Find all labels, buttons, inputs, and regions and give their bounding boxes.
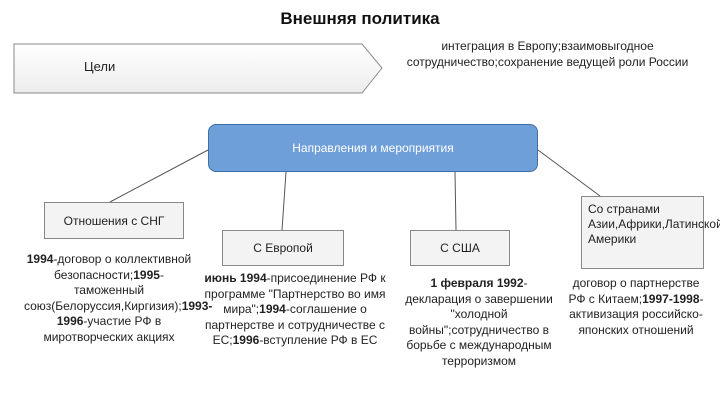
asia-label: Со странами Азии,Африки,Латинской Америк… <box>588 202 720 246</box>
goals-label: Цели <box>84 59 116 74</box>
cis-segment: -участие РФ в миротворческих акциях <box>43 314 175 344</box>
cis-label: Отношения с СНГ <box>63 213 165 228</box>
usa-segment: 1 февраля 1992 <box>430 276 524 290</box>
usa-label: С США <box>440 241 480 255</box>
usa-box: С США <box>410 230 510 266</box>
goals-text: интеграция в Европу;взаимовыгодное сотру… <box>406 39 689 69</box>
connector-europe <box>281 171 287 231</box>
cis-segment: -таможенный союз(Белоруссия,Киргизия); <box>24 267 182 313</box>
asia-details: договор о партнерстве РФ с Китаем;1997-1… <box>566 276 706 338</box>
usa-details: 1 февраля 1992-декларация о завершении "… <box>398 276 560 369</box>
cis-segment: -договор о коллективной безопасности; <box>53 252 192 282</box>
directions-box: Направления и мероприятия <box>208 124 538 172</box>
directions-label: Направления и мероприятия <box>292 141 454 155</box>
europe-box: С Европой <box>222 230 344 266</box>
europe-segment: -соглашение о партнерстве и сотрудничест… <box>204 302 386 347</box>
connector-asia <box>537 149 601 197</box>
europe-segment: -вступление РФ в ЕС <box>259 333 378 347</box>
europe-label: С Европой <box>253 241 313 255</box>
usa-segment: -декларация о завершении "холодной войны… <box>405 276 553 368</box>
cis-segment: 1993-1996 <box>56 298 213 329</box>
europe-segment: 1994 <box>259 302 286 316</box>
cis-segment: 1994 <box>26 252 54 266</box>
connector-cis <box>109 149 209 203</box>
asia-box: Со странами Азии,Африки,Латинской Америк… <box>581 196 720 269</box>
cis-details: 1994-договор о коллективной безопасности… <box>24 252 212 345</box>
europe-segment: 1996 <box>232 333 260 347</box>
asia-segment: 1997-1998 <box>642 291 700 306</box>
europe-segment: -присоединение РФ к программе "Партнерст… <box>204 271 386 316</box>
europe-segment: июнь 1994 <box>204 271 267 285</box>
asia-segment: договор о партнерстве РФ с Китаем; <box>568 276 700 306</box>
cis-segment: 1995 <box>133 267 160 282</box>
diagram-title: Внешняя политика <box>280 9 440 28</box>
cis-box: Отношения с СНГ <box>44 202 184 239</box>
asia-segment: -активизация российско-японских отношени… <box>569 291 704 337</box>
connector-usa <box>454 171 457 231</box>
europe-details: июнь 1994-присоединение РФ к программе "… <box>200 271 390 349</box>
